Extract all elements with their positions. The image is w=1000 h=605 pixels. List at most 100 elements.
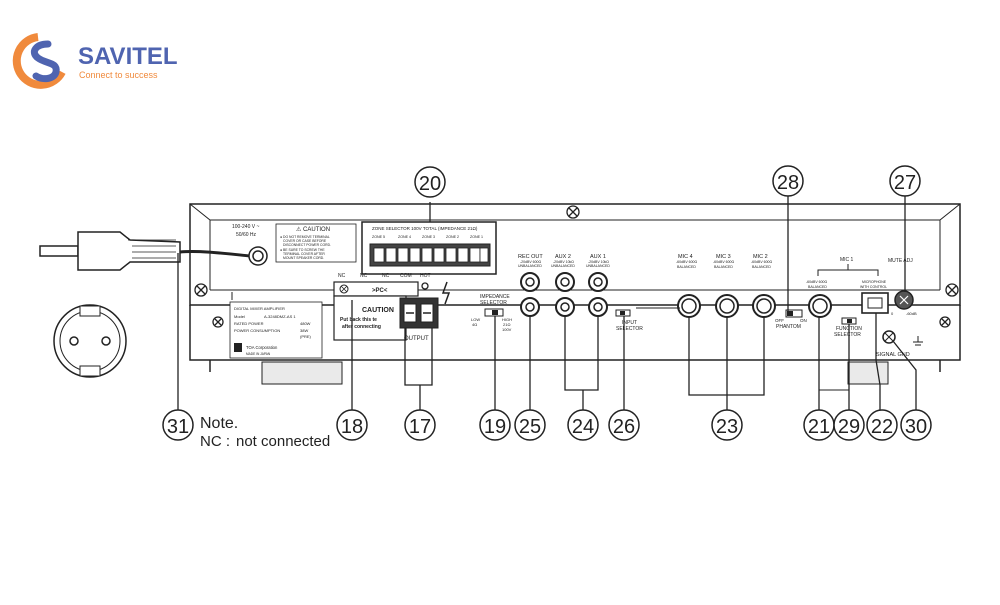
callout-number: 22 <box>871 416 893 438</box>
callout-number: 25 <box>519 416 541 438</box>
output-label: OUTPUT <box>404 336 429 342</box>
terminal-cover: >PC< CAUTION Put back this te after conn… <box>333 281 419 341</box>
callout-number: 27 <box>894 172 916 194</box>
note-title: Note. <box>200 415 238 432</box>
callout-number: 20 <box>419 173 441 195</box>
zone-selector-label: ZONE SELECTOR 100V TOTAL (IMPEDANCE 21Ω) <box>372 226 478 231</box>
caution-line: ● DO NOT REMOVE TERMINAL <box>280 235 330 239</box>
terminal-label: HOT <box>420 273 431 279</box>
zone-label: ZONE 3 <box>422 235 435 239</box>
mic4-sub: -60dBV 600Ω <box>676 260 697 264</box>
callout-23: 23 <box>711 409 743 441</box>
mic2-label: MIC 2 <box>753 254 768 260</box>
terminal-label: NC <box>338 273 346 279</box>
callout-number: 30 <box>905 416 927 438</box>
caution-line: COVER OR CASE BEFORE <box>283 239 327 243</box>
mic-remote-label: WITH CONTROL <box>860 285 887 289</box>
mic2-sub: -60dBV 600Ω <box>751 260 772 264</box>
caution-line: TERMINAL COVER AFTER <box>283 252 325 256</box>
input-selector: INPUT SELECTOR <box>615 309 643 332</box>
pc-label: >PC< <box>372 288 388 294</box>
callout-30: 30 <box>900 409 932 441</box>
callout-number: 24 <box>572 416 594 438</box>
function-selector-label: SELECTOR <box>834 332 861 338</box>
mic4-sub: BALANCED <box>677 265 696 269</box>
mute-adj-label: MUTE ADJ <box>888 258 913 264</box>
aux2-sub: -20dBV 10kΩ <box>553 260 574 264</box>
mic3-label: MIC 3 <box>716 254 731 260</box>
impedance-selector: IMPEDANCE SELECTOR LOW 4Ω HIGH 21Ω 100V <box>471 294 512 332</box>
output-terminal: OUTPUT <box>399 281 451 342</box>
phantom-switch: OFF ON PHANTOM <box>775 309 807 330</box>
terminal-label: COM <box>400 273 412 279</box>
callout-27: 27 <box>889 165 921 197</box>
callout-20: 20 <box>414 166 446 198</box>
note-nc-label: NC : <box>200 433 230 450</box>
imp-low-label: LOW <box>471 317 480 322</box>
callout-28: 28 <box>772 165 804 197</box>
mic1-group: MIC 1 -60dBV 600Ω BALANCED MICROPHONE WI… <box>806 257 889 338</box>
callout-number: 29 <box>838 416 860 438</box>
phantom-off-label: OFF <box>775 318 784 323</box>
aux1-label: AUX 1 <box>590 254 606 260</box>
phantom-on-label: ON <box>800 318 807 323</box>
aux2-sub: UNBALANCED <box>551 264 575 268</box>
caution2-line2: after connecting <box>342 324 381 330</box>
logo-arc-orange <box>12 33 66 89</box>
callout-18: 18 <box>336 409 368 441</box>
mic-remote-label: MICROPHONE <box>862 280 887 284</box>
rec-out-sub: UNBALANCED <box>518 264 542 268</box>
mic4-label: MIC 4 <box>678 254 693 260</box>
zone-selector-terminal: ZONE SELECTOR 100V TOTAL (IMPEDANCE 21Ω)… <box>361 221 497 275</box>
imp-high-label: 21Ω <box>503 322 510 327</box>
callout-number: 31 <box>167 416 189 438</box>
callout-21: 21 <box>803 409 835 441</box>
ground-symbol-icon <box>913 336 923 346</box>
chassis-screws <box>194 205 959 328</box>
callout-26: 26 <box>608 409 640 441</box>
callout-numbers: 20 28 27 31 18 17 19 25 24 26 23 21 29 2… <box>162 165 932 441</box>
imp-high-label: 100V <box>502 327 512 332</box>
imp-low-label: 4Ω <box>472 322 477 327</box>
callout-17: 17 <box>404 409 436 441</box>
callout-29: 29 <box>833 409 865 441</box>
caution-label-box <box>275 223 357 263</box>
caution-line: ● BE SURE TO SCREW THE <box>280 248 325 252</box>
spec-line: Model <box>234 314 245 319</box>
savitel-logo: SAVITEL Connect to success <box>12 33 178 89</box>
zone-label: ZONE 1 <box>470 235 483 239</box>
callout-number: 26 <box>613 416 635 438</box>
rca-jacks: REC OUT -20dBV 600Ω UNBALANCED AUX 2 -20… <box>518 254 610 317</box>
rec-out-sub: -20dBV 600Ω <box>520 260 541 264</box>
callout-19: 19 <box>479 409 511 441</box>
aux2-label: AUX 2 <box>555 254 571 260</box>
callout-number: 17 <box>409 416 431 438</box>
note: Note. NC : not connected <box>200 415 330 450</box>
signal-gnd: SIGNAL GND <box>876 330 923 358</box>
mute-min-label: 0 <box>891 311 894 316</box>
phantom-label: PHANTOM <box>776 324 801 330</box>
power-plug <box>39 231 268 271</box>
zone-label: ZONE 2 <box>446 235 459 239</box>
callout-number: 18 <box>341 416 363 438</box>
callout-number: 28 <box>777 172 799 194</box>
toa-logo-icon <box>234 343 242 352</box>
mute-max-label: -60dB <box>906 311 917 316</box>
spec-plate: DIGITAL MIXER AMPLIFIER Model A-3248DMZ-… <box>229 292 323 359</box>
logo-s-blue <box>30 40 60 83</box>
mic1-label: MIC 1 <box>840 257 854 263</box>
spec-line: RATED POWER <box>234 321 264 326</box>
aux1-sub: UNBALANCED <box>586 264 610 268</box>
input-selector-label: INPUT <box>622 320 637 326</box>
imp-high-label: HIGH <box>502 317 512 322</box>
plug-pin-icon <box>39 245 79 257</box>
callout-number: 23 <box>716 416 738 438</box>
zone-label: ZONE 5 <box>372 235 385 239</box>
callout-22: 22 <box>866 409 898 441</box>
mic-jacks: MIC 4 -60dBV 600Ω BALANCED MIC 3 -60dBV … <box>676 254 832 318</box>
spec-line: 38W <box>300 328 308 333</box>
lightning-icon <box>441 281 451 305</box>
impedance-label: IMPEDANCE <box>480 294 510 300</box>
spec-line: POWER CONSUMPTION <box>234 328 280 333</box>
